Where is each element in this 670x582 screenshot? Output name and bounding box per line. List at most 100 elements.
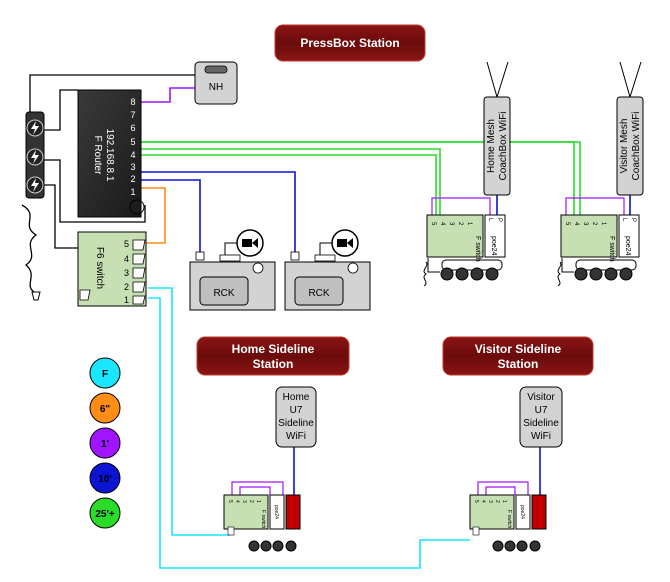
nh-device: NH (194, 61, 238, 105)
rck-device-2: RCK (284, 229, 371, 311)
svg-text:poe24: poe24 (273, 505, 279, 519)
svg-text:F switch: F switch (608, 236, 615, 262)
router-port-labels: 8 7 6 5 4 3 2 1 (130, 97, 135, 197)
power-outlet-icon (26, 176, 44, 194)
svg-text:2: 2 (248, 500, 254, 503)
home-sideline-switch: 5 4 3 2 1 F switch poe24 (223, 494, 301, 552)
svg-text:5: 5 (130, 137, 135, 147)
cable-purple-nh (140, 87, 200, 103)
svg-text:Visitor: Visitor (527, 392, 555, 403)
svg-text:4: 4 (480, 500, 486, 503)
svg-text:4: 4 (130, 150, 135, 160)
svg-text:3: 3 (448, 222, 454, 226)
svg-text:4: 4 (573, 222, 579, 226)
power-outlet-icon (26, 119, 44, 137)
svg-text:8: 8 (130, 97, 135, 107)
legend-swatch (89, 462, 121, 494)
svg-text:4: 4 (234, 500, 240, 503)
svg-text:2: 2 (494, 500, 500, 503)
svg-text:5: 5 (564, 222, 570, 226)
home-sideline-title: Home Sideline Station (196, 336, 350, 376)
svg-text:Visitor Sideline: Visitor Sideline (475, 342, 562, 356)
visitor-mesh-wifi: Visitor Mesh CoachBox WiFi (616, 61, 644, 196)
power-strip (25, 111, 45, 199)
svg-text:RCK: RCK (308, 288, 329, 299)
power-brick-icon (574, 259, 637, 281)
svg-text:RCK: RCK (213, 288, 234, 299)
svg-text:WiFi: WiFi (531, 431, 551, 442)
svg-text:Home Mesh: Home Mesh (486, 119, 497, 173)
camera-icon (236, 229, 264, 257)
svg-text:5: 5 (430, 222, 436, 226)
cable-cyan (148, 287, 470, 569)
home-mesh-switch: 5 4 3 2 1 F switch L P poe24 (423, 214, 506, 287)
cable-green (140, 141, 581, 215)
svg-text:3: 3 (487, 500, 493, 503)
svg-text:5: 5 (227, 500, 233, 503)
svg-text:Home Sideline: Home Sideline (232, 342, 315, 356)
svg-text:1: 1 (466, 222, 472, 226)
svg-text:L: L (487, 218, 493, 222)
svg-text:6: 6 (130, 123, 135, 133)
black-cables (21, 74, 200, 293)
svg-text:3: 3 (241, 500, 247, 503)
svg-text:3: 3 (124, 268, 129, 278)
home-u7-wifi: Home U7 Sideline WiFi (275, 386, 317, 448)
svg-text:U7: U7 (290, 405, 303, 416)
visitor-sideline-title: Visitor Sideline Station (442, 336, 594, 376)
f6-port-labels: 5 4 3 2 1 (124, 239, 129, 305)
svg-text:poe24: poe24 (519, 505, 525, 519)
svg-text:4: 4 (439, 222, 445, 226)
power-brick-icon (440, 259, 503, 281)
camera-icon (331, 229, 359, 257)
svg-text:1: 1 (124, 295, 129, 305)
svg-text:1: 1 (255, 500, 261, 503)
legend-label: 10' (98, 474, 112, 485)
legend-label: 6" (100, 404, 111, 415)
f-router: F Router 192.168.8.1 8 7 6 5 4 3 2 1 (77, 89, 145, 218)
svg-text:1: 1 (130, 187, 135, 197)
cable-orange (140, 187, 166, 244)
svg-text:WiFi: WiFi (286, 431, 306, 442)
svg-text:Visitor Mesh: Visitor Mesh (619, 119, 630, 174)
home-mesh-wifi: Home Mesh CoachBox WiFi (483, 61, 511, 196)
legend-swatch (89, 497, 121, 529)
svg-text:F switch: F switch (506, 510, 512, 529)
svg-text:CoachBox WiFi: CoachBox WiFi (631, 112, 642, 181)
power-brick-icon (492, 540, 541, 552)
svg-text:U7: U7 (535, 405, 548, 416)
svg-text:F6 switch: F6 switch (94, 247, 105, 289)
svg-text:F switch: F switch (260, 510, 266, 529)
legend-swatch (89, 357, 121, 389)
rck-device-1: RCK (189, 229, 276, 311)
svg-text:2: 2 (124, 282, 129, 292)
svg-text:192.168.8.1: 192.168.8.1 (104, 129, 115, 182)
svg-text:1: 1 (501, 500, 507, 503)
cable-blue (140, 171, 631, 495)
svg-text:2: 2 (457, 222, 463, 226)
legend-label: 25'+ (95, 509, 115, 520)
cable-purple-sideline (231, 197, 625, 495)
svg-text:Home: Home (283, 392, 310, 403)
visitor-u7-wifi: Visitor U7 Sideline WiFi (519, 386, 563, 448)
svg-text:NH: NH (209, 82, 223, 93)
svg-text:5: 5 (124, 239, 129, 249)
svg-text:3: 3 (582, 222, 588, 226)
svg-text:Station: Station (498, 357, 539, 371)
svg-text:poe24: poe24 (624, 236, 631, 256)
svg-text:F switch: F switch (474, 236, 481, 262)
visitor-mesh-switch: 5 4 3 2 1 F switch L P poe24 (557, 214, 640, 287)
svg-text:Sideline: Sideline (523, 418, 559, 429)
svg-text:2: 2 (591, 222, 597, 226)
legend-swatch (89, 427, 121, 459)
svg-text:3: 3 (130, 162, 135, 172)
power-plug-icon (31, 291, 41, 301)
f6-switch: F6 switch 5 4 3 2 1 (77, 231, 147, 307)
visitor-sideline-switch: 5 4 3 2 1 F switch poe24 (469, 494, 547, 552)
power-outlet-icon (26, 148, 44, 166)
svg-text:Sideline: Sideline (278, 418, 314, 429)
legend-swatch (89, 392, 121, 424)
svg-text:P: P (496, 218, 502, 222)
svg-text:poe24: poe24 (490, 236, 497, 256)
